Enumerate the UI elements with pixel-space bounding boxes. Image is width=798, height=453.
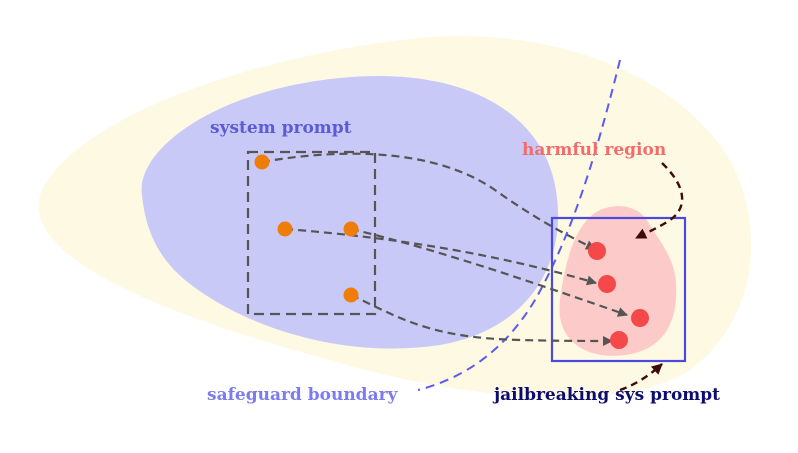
mapping-arrow-3 bbox=[350, 227, 628, 317]
system-prompt-region bbox=[141, 76, 559, 349]
system-prompt-box bbox=[246, 150, 377, 316]
mapping-arrow-2 bbox=[284, 227, 597, 286]
jailbreaking-sys-prompt-label: jailbreaking sys prompt bbox=[492, 385, 720, 405]
source-point-1 bbox=[254, 154, 270, 170]
pointer-arrows bbox=[619, 162, 684, 392]
source-point-4 bbox=[343, 287, 359, 303]
safeguard-boundary-label: safeguard boundary bbox=[207, 385, 399, 405]
source-point-3 bbox=[343, 221, 359, 237]
source-point-2 bbox=[277, 221, 293, 237]
mapping-arrow-4 bbox=[350, 294, 613, 346]
harmful-region-pointer bbox=[635, 162, 684, 240]
target-point-3 bbox=[631, 309, 649, 327]
harmful-region-label: harmful region bbox=[522, 140, 666, 160]
target-point-1 bbox=[588, 242, 606, 260]
target-points bbox=[588, 242, 649, 349]
mapping-arrows bbox=[261, 152, 628, 346]
safeguard-boundary-line bbox=[417, 59, 621, 391]
target-point-4 bbox=[610, 331, 628, 349]
source-points bbox=[254, 154, 359, 303]
target-point-2 bbox=[598, 275, 616, 293]
mapping-arrow-1 bbox=[261, 152, 596, 250]
system-prompt-label: system prompt bbox=[210, 118, 352, 138]
jailbreak-pointer bbox=[619, 363, 663, 392]
